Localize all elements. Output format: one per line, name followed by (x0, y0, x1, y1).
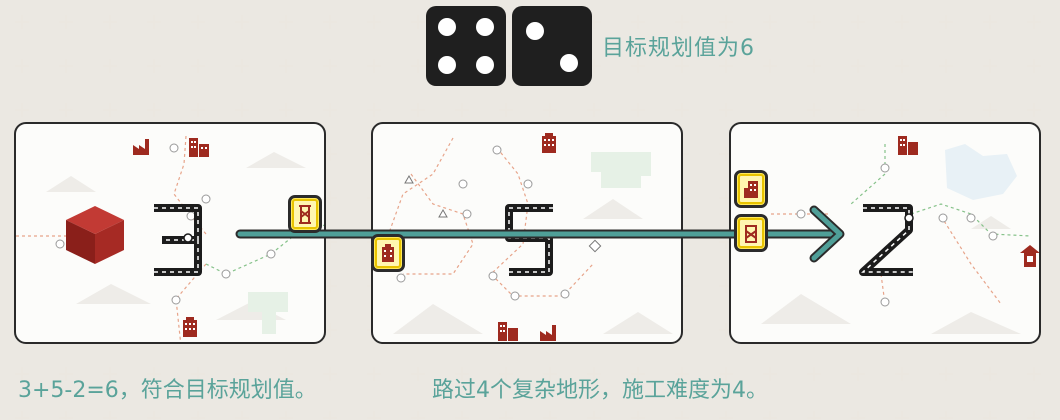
card-map-background (16, 135, 324, 342)
apartment-icon (498, 322, 518, 341)
die-pip (476, 18, 494, 36)
die-pip (526, 22, 544, 40)
tower-icon (745, 225, 757, 243)
office-icon (183, 317, 197, 337)
dice-3d-icon (66, 206, 124, 264)
card-map-background (384, 137, 673, 334)
die-pip (438, 56, 456, 74)
map-card-3 (729, 122, 1041, 344)
die-four (426, 6, 506, 86)
caption-left: 3+5-2=6，符合目标规划值。 (18, 378, 317, 403)
office-icon (382, 244, 394, 262)
highlight-office-icon (371, 234, 405, 272)
factory-icon (133, 139, 149, 155)
office-icon (542, 133, 556, 153)
factory-icon (540, 325, 556, 341)
goal-text: 目标规划值为6 (602, 36, 755, 61)
highlight-tower-icon (288, 195, 322, 233)
die-two (512, 6, 592, 86)
apartment-icon (189, 138, 209, 157)
die-pip (476, 56, 494, 74)
die-pip (560, 54, 578, 72)
die-pip (438, 18, 456, 36)
card-number (154, 204, 202, 276)
tower-icon (299, 205, 311, 224)
highlight-tower-icon (734, 214, 768, 252)
house-icon (1020, 245, 1039, 267)
apartment-icon (898, 136, 918, 155)
card-map-background (761, 144, 1032, 334)
caption-right: 路过4个复杂地形，施工难度为4。 (432, 378, 768, 403)
building-icon (744, 181, 758, 198)
highlight-building-icon (734, 170, 768, 208)
card-number (859, 204, 914, 276)
